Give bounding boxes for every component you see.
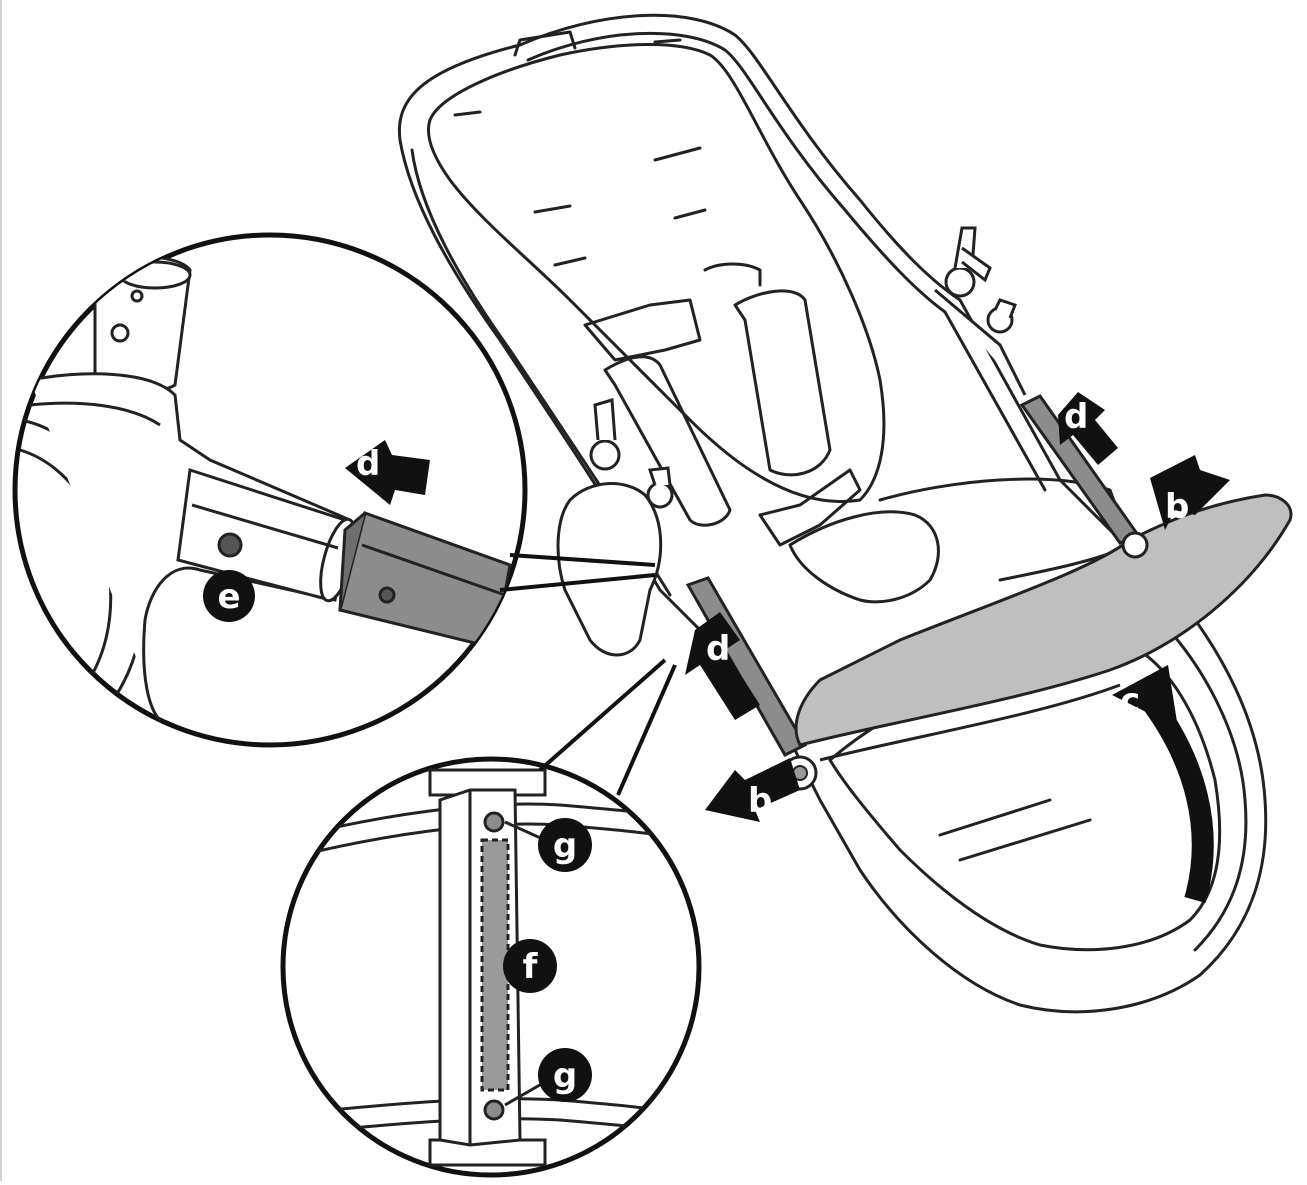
shoulder-strap-left bbox=[583, 298, 702, 362]
rotate-arrow-c-head bbox=[1112, 665, 1178, 728]
callout-label: b bbox=[1165, 487, 1189, 527]
footrest-line bbox=[958, 818, 1092, 862]
callout-b-right: b bbox=[1165, 487, 1189, 527]
callout-d-right: d bbox=[1064, 397, 1088, 437]
arrow-b-right bbox=[1150, 455, 1230, 530]
bumper-bar bbox=[794, 493, 1293, 762]
bumper-end-cap-right bbox=[1121, 531, 1149, 559]
callout-label: e bbox=[217, 577, 240, 617]
shoulder-pad-right bbox=[733, 289, 832, 477]
sleeve-hole bbox=[378, 586, 396, 604]
tube-highlight bbox=[191, 503, 339, 550]
detail-circle-tube-connection bbox=[12, 232, 656, 748]
recline-hinge-right bbox=[934, 226, 1027, 396]
callout-f: f bbox=[503, 939, 557, 993]
detail-pointer-line bbox=[509, 553, 656, 567]
snap-top bbox=[483, 811, 505, 833]
callout-label: d bbox=[356, 444, 380, 484]
callout-label: g bbox=[553, 1056, 577, 1096]
crotch-pad bbox=[788, 510, 940, 604]
callout-c: c bbox=[1120, 681, 1140, 721]
harness-buckle bbox=[758, 468, 862, 547]
arrow-d-left bbox=[685, 612, 760, 720]
peg-hole bbox=[130, 289, 144, 303]
detail-pointer-line bbox=[616, 664, 677, 796]
sleeve-line bbox=[361, 543, 506, 597]
footrest-line bbox=[938, 798, 1052, 837]
callout-label: b bbox=[748, 781, 772, 821]
detail-pointer-line bbox=[499, 573, 656, 592]
snap-leader-bottom bbox=[504, 1080, 546, 1107]
left-border-line bbox=[0, 0, 2, 1181]
callout-d-detail: d bbox=[356, 444, 380, 484]
footrest-frame-inner bbox=[1153, 613, 1248, 952]
seat-outer-frame bbox=[397, 13, 1268, 1014]
arrow-d-right bbox=[1058, 392, 1118, 465]
shoulder-pad-left bbox=[603, 355, 732, 527]
recline-hinge-left bbox=[556, 398, 674, 657]
stitch-mark bbox=[553, 256, 587, 267]
seat-back-panel bbox=[426, 43, 886, 503]
tube-sleeve-edge bbox=[338, 511, 366, 611]
rotate-arrow-c bbox=[1141, 693, 1214, 904]
arrow-b-front-left bbox=[705, 758, 800, 822]
velcro-strip bbox=[480, 838, 510, 1092]
detail-circle-strap-fastening bbox=[280, 658, 702, 1178]
canopy-tab bbox=[513, 30, 577, 57]
arrow-d-detail bbox=[345, 440, 430, 505]
stitch-mark bbox=[453, 110, 482, 117]
callout-d-left: d bbox=[706, 629, 730, 669]
callout-g-bottom: g bbox=[538, 1048, 592, 1102]
snap-leader-top bbox=[504, 820, 546, 842]
callout-label: d bbox=[706, 629, 730, 669]
detail-pointer-line bbox=[538, 658, 667, 772]
seat-inner-frame-top bbox=[526, 31, 1047, 492]
tube-button-e bbox=[217, 532, 243, 558]
snap-bottom bbox=[483, 1099, 505, 1121]
peg-hole bbox=[110, 323, 130, 343]
stitch-mark bbox=[533, 204, 572, 214]
stitch-mark bbox=[653, 146, 702, 162]
frame-edge bbox=[29, 401, 161, 427]
callout-g-top: g bbox=[538, 818, 592, 872]
callout-label: f bbox=[523, 947, 539, 987]
strap-loop bbox=[703, 262, 762, 287]
stitch-mark bbox=[653, 38, 682, 44]
callout-b-front-left: b bbox=[748, 781, 772, 821]
callout-label: c bbox=[1120, 681, 1140, 721]
callout-label: d bbox=[1064, 397, 1088, 437]
stitch-mark bbox=[673, 208, 707, 220]
callout-e: e bbox=[203, 570, 255, 622]
callout-label: g bbox=[553, 826, 577, 866]
